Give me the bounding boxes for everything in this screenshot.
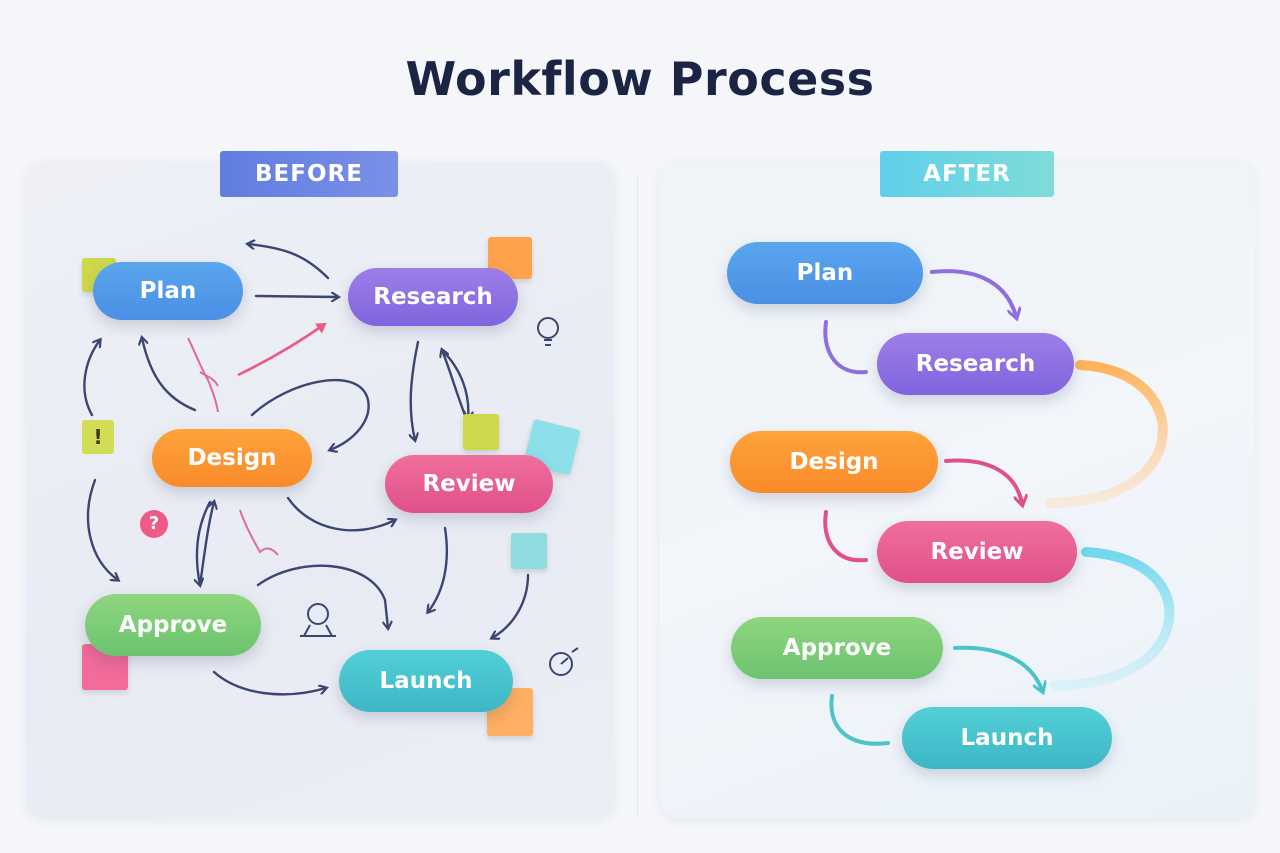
arrow-left-loop-up: [83, 340, 100, 417]
arrow-design-loop: [250, 378, 370, 450]
arrow-design-up: [198, 502, 214, 587]
after-step-design: Design: [730, 431, 938, 493]
stopwatch-icon: [549, 647, 579, 676]
curl-plan-research: [823, 320, 868, 375]
arrow-left-down: [86, 478, 118, 580]
arrow-approve-loop: [256, 564, 388, 628]
page-title: Workflow Process: [405, 52, 875, 106]
loop-research-to-design: [1045, 360, 1168, 508]
arrow-right-down: [492, 573, 530, 638]
scribble-bottom: [239, 509, 279, 556]
curl-design-review: [823, 510, 868, 563]
arrow-approve-to-launch: [212, 670, 326, 696]
arrow-design-to-plan: [142, 338, 197, 412]
after-step-review: Review: [877, 521, 1077, 583]
arrow-research-to-top: [248, 244, 330, 280]
before-step-approve: Approve: [85, 594, 261, 656]
question-icon: ?: [140, 510, 168, 538]
loop-review-to-approve: [1050, 547, 1175, 691]
before-step-review: Review: [385, 455, 553, 513]
arrow-design-to-review: [286, 496, 395, 532]
after-step-launch: Launch: [902, 707, 1112, 769]
arrow-approve-to-launch: [953, 645, 1042, 690]
panel-divider: [637, 175, 638, 815]
before-step-design: Design: [152, 429, 312, 487]
after-step-plan: Plan: [727, 242, 923, 304]
after-step-research: Research: [877, 333, 1074, 395]
arrow-plan-to-research: [254, 296, 338, 297]
arrow-review-up: [442, 350, 468, 420]
arrow-design-to-research-pink: [237, 322, 327, 377]
after-step-approve: Approve: [731, 617, 943, 679]
arrow-research-to-review: [411, 340, 418, 440]
ferris-wheel-icon: [300, 603, 336, 637]
arrow-design-to-review: [944, 458, 1022, 503]
before-label: BEFORE: [220, 151, 398, 197]
exclamation-icon: !: [82, 420, 114, 454]
before-step-launch: Launch: [339, 650, 513, 712]
arrow-plan-to-research: [930, 269, 1016, 316]
sticky-note-teal-icon: [511, 533, 547, 569]
scribble-top: [187, 337, 219, 413]
before-step-plan: Plan: [93, 262, 243, 320]
after-label: AFTER: [880, 151, 1054, 197]
curl-approve-launch: [829, 694, 890, 746]
before-step-research: Research: [348, 268, 518, 326]
sticky-note-yellow-2: [463, 414, 499, 450]
lightbulb-icon: [537, 317, 559, 346]
arrow-design-down: [197, 500, 212, 585]
arrow-review-to-launch: [428, 526, 448, 612]
